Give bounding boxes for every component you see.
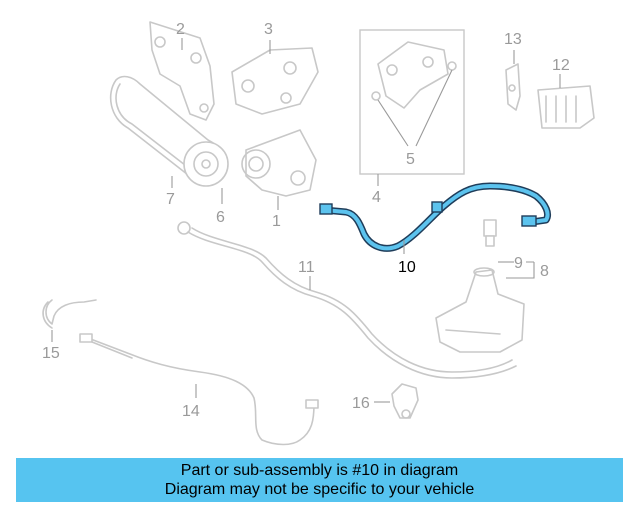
callout-12[interactable]: 12	[552, 57, 570, 74]
part-14-pipe[interactable]	[79, 333, 319, 446]
parts-diagram: 2 3 7 6 1 5 4	[42, 21, 595, 446]
part-16-fitting[interactable]	[391, 383, 419, 419]
callout-2[interactable]: 2	[176, 21, 185, 38]
callout-5[interactable]: 5	[406, 151, 415, 168]
callout-5-leaders	[377, 69, 453, 147]
callout-13[interactable]: 13	[504, 31, 522, 48]
part-13-bracket[interactable]	[505, 63, 521, 111]
part-2-bracket[interactable]	[149, 21, 215, 121]
callout-15[interactable]: 15	[42, 345, 60, 362]
part-12-module[interactable]	[537, 85, 595, 129]
callout-4[interactable]: 4	[372, 189, 381, 206]
part-11-return-line[interactable]	[177, 221, 517, 379]
info-banner: Part or sub-assembly is #10 in diagram D…	[16, 458, 623, 502]
banner-line-2: Diagram may not be specific to your vehi…	[164, 481, 475, 498]
part-8-reservoir[interactable]	[435, 267, 525, 353]
callout-8-leader	[506, 261, 535, 279]
part-4-bracket-assembly[interactable]	[377, 41, 449, 109]
part-9-cap[interactable]	[483, 219, 497, 247]
part-10-pressure-hose[interactable]	[319, 182, 552, 252]
callout-11[interactable]: 11	[298, 259, 315, 276]
part-6-pulley[interactable]	[183, 141, 229, 187]
callout-7[interactable]: 7	[166, 191, 175, 208]
callout-3[interactable]: 3	[264, 21, 273, 38]
callout-1[interactable]: 1	[272, 213, 281, 230]
callout-10[interactable]: 10	[398, 259, 416, 276]
callout-14[interactable]: 14	[182, 403, 200, 420]
part-3-bracket[interactable]	[231, 47, 319, 115]
part-4-inset-box	[359, 29, 465, 175]
part-15-hose[interactable]	[42, 299, 97, 329]
callout-6[interactable]: 6	[216, 209, 225, 226]
callout-16[interactable]: 16	[352, 395, 370, 412]
callout-8[interactable]: 8	[540, 263, 549, 280]
callout-9[interactable]: 9	[514, 255, 523, 272]
part-1-power-steering-pump[interactable]	[241, 129, 317, 197]
banner-line-1: Part or sub-assembly is #10 in diagram	[180, 462, 459, 479]
